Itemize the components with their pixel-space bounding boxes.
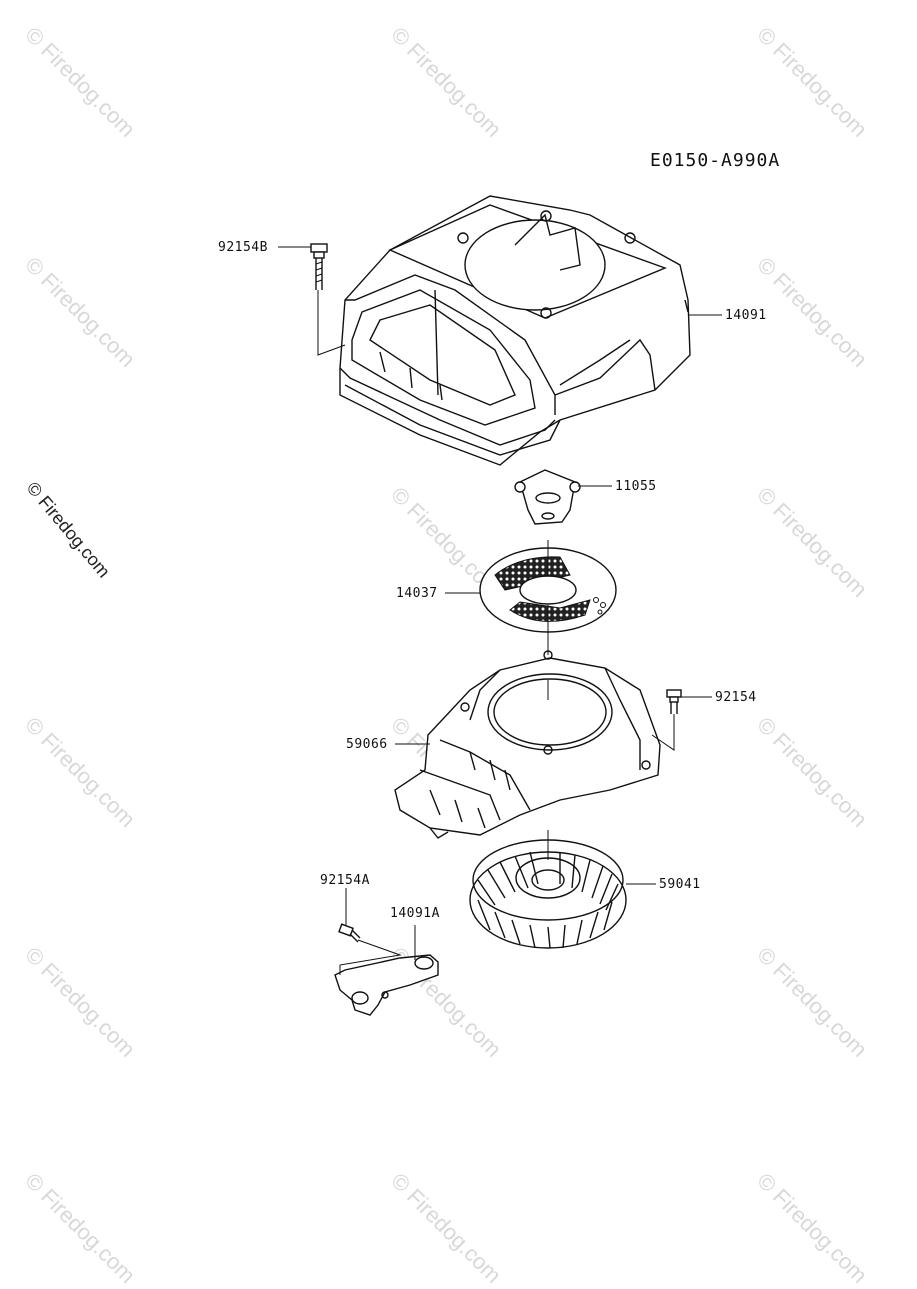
part-label-92154a: 92154A [320, 873, 370, 888]
bolt-92154b [310, 243, 328, 290]
nut-11055 [514, 469, 581, 525]
bolt-92154 [666, 689, 682, 714]
bracket-14091a [334, 954, 439, 1016]
part-label-92154b: 92154B [218, 240, 268, 255]
bolt-92154a [338, 923, 361, 943]
part-label-11055: 11055 [615, 479, 657, 494]
part-label-59066: 59066 [346, 737, 388, 752]
part-label-59041: 59041 [659, 877, 701, 892]
leader-lines [278, 246, 722, 975]
screen-14037 [479, 547, 617, 633]
part-label-14037: 14037 [396, 586, 438, 601]
engine-shroud-14091 [339, 195, 691, 466]
fan-housing-59066 [394, 650, 661, 839]
part-label-14091a: 14091A [390, 906, 440, 921]
diagram-code: E0150-A990A [650, 150, 781, 171]
fan-59041 [469, 839, 627, 949]
parts-diagram [278, 195, 722, 1016]
part-label-14091: 14091 [725, 308, 767, 323]
part-label-92154: 92154 [715, 690, 757, 705]
